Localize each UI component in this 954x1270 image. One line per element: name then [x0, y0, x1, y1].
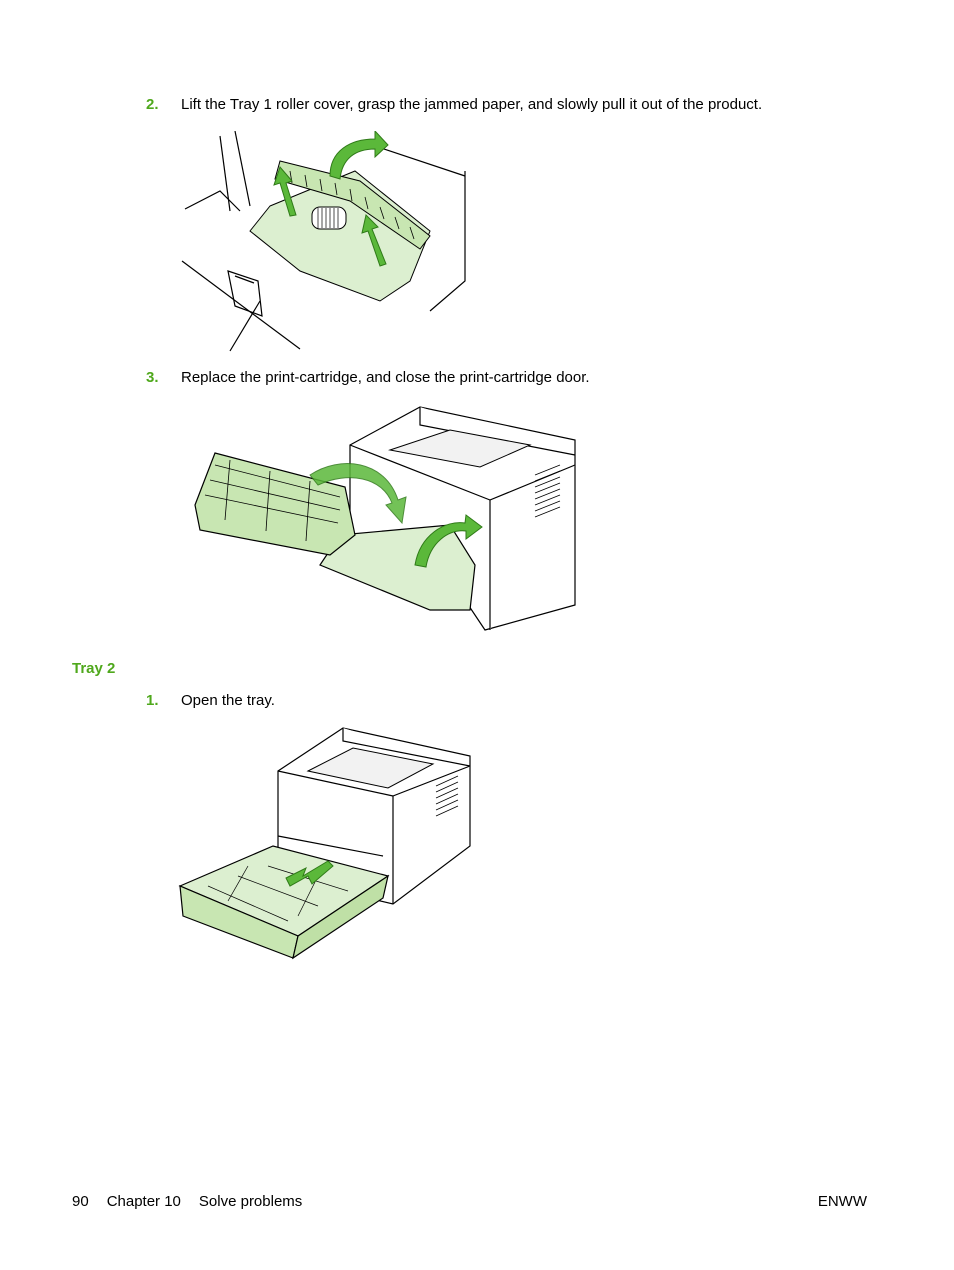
step-number: 3. [146, 369, 159, 386]
footer-right-label: ENWW [817, 1193, 867, 1210]
step-number: 2. [146, 96, 159, 113]
roller-cover-illustration [180, 131, 470, 353]
open-tray-illustration [178, 726, 472, 962]
replace-cartridge-illustration [190, 405, 580, 633]
step-text: Open the tray. [181, 692, 275, 709]
chapter-label: Chapter 10 [106, 1193, 181, 1210]
footer-left: 90 Chapter 10 Solve problems [72, 1193, 320, 1211]
tray2-step-1: 1. Open the tray. [146, 692, 275, 710]
step-2: 2. Lift the Tray 1 roller cover, grasp t… [146, 96, 762, 114]
step-number: 1. [146, 692, 159, 709]
chapter-title: Solve problems [198, 1193, 303, 1210]
step-text: Replace the print-cartridge, and close t… [181, 369, 590, 386]
page-number: 90 [72, 1193, 89, 1210]
step-3: 3. Replace the print-cartridge, and clos… [146, 369, 590, 387]
step-text: Lift the Tray 1 roller cover, grasp the … [181, 96, 763, 113]
section-heading: Tray 2 [72, 660, 116, 677]
